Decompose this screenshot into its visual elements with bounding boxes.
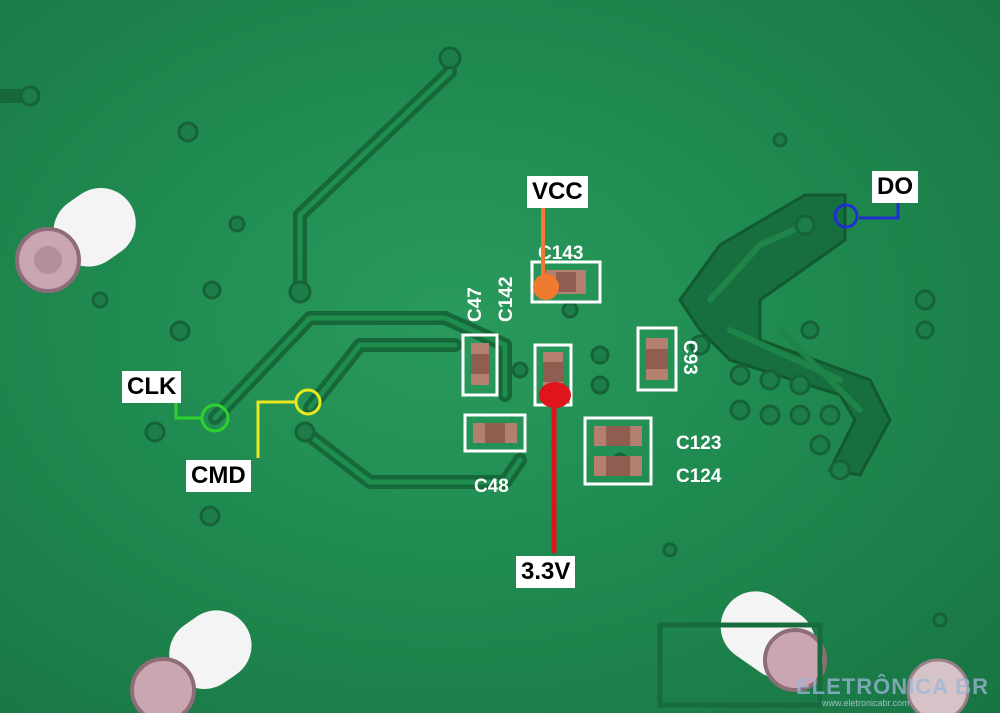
do-marker: [833, 203, 859, 229]
silk-c47: C47: [465, 287, 486, 322]
cmd-leader: [256, 400, 296, 458]
silk-c143: C143: [538, 243, 583, 264]
watermark-brand: ELETRÔNICA BR: [796, 674, 990, 699]
v33-marker: [539, 382, 571, 408]
silk-c142: C142: [496, 277, 517, 322]
silk-c48: C48: [474, 476, 509, 497]
mounting-pins: [15, 187, 970, 713]
vias: [19, 46, 948, 628]
clk-label: CLK: [122, 371, 182, 403]
cmd-marker: [294, 388, 322, 416]
watermark-url: www.eletronicabr.com: [822, 698, 910, 708]
v33-label: 3.3V: [516, 556, 576, 588]
cmd-label: CMD: [186, 460, 251, 492]
vcc-marker: [533, 274, 559, 300]
capacitors: [461, 260, 678, 486]
do-leader: [859, 202, 900, 220]
do-label: DO: [872, 171, 918, 203]
vcc-label: VCC: [527, 176, 588, 208]
clk-marker: [200, 403, 230, 433]
clk-leader: [174, 400, 203, 420]
silk-c123: C123: [676, 433, 721, 454]
silk-c124: C124: [676, 466, 722, 487]
silk-c93: C93: [679, 340, 700, 375]
